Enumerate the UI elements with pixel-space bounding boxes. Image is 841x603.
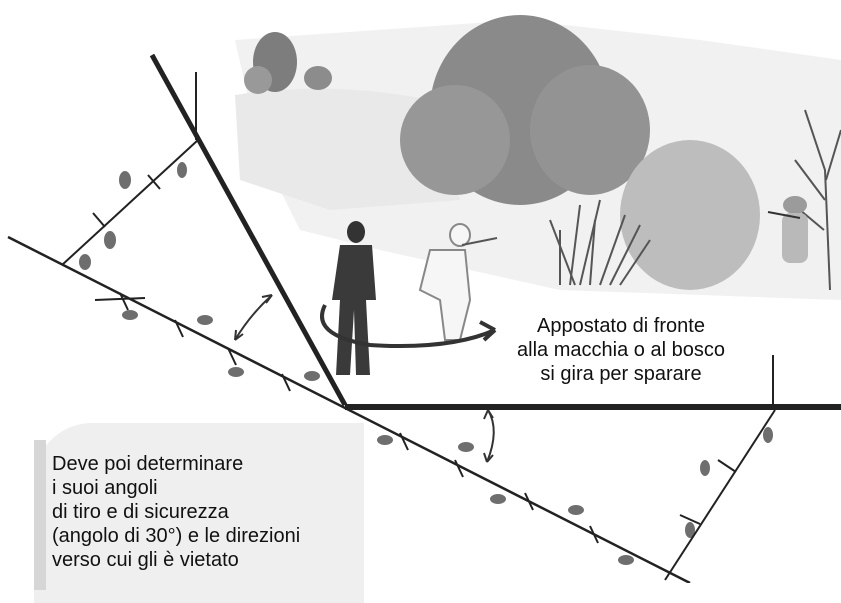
- caption-line-3: si gira per sparare: [540, 363, 702, 385]
- note-line-3: di tiro e di sicurezza: [52, 501, 229, 523]
- caption-line-2: alla macchia o al bosco: [517, 339, 725, 361]
- tick-marks: [92, 174, 737, 544]
- note-line-5: verso cui gli è vietato: [52, 549, 239, 571]
- left-cross-line: [61, 139, 199, 266]
- note-box: [34, 423, 364, 603]
- bare-tree: [794, 109, 841, 291]
- note-accent-bar: [34, 440, 46, 590]
- rotation-arrow: [320, 304, 497, 348]
- note-line-4: (angolo di 30°) e le direzioni: [52, 525, 301, 547]
- note-text: Deve poi determinare i suoi angoli di ti…: [52, 452, 352, 572]
- left-tick-a: [94, 297, 146, 301]
- distant-trees: [244, 32, 332, 94]
- reeds: [549, 199, 651, 286]
- hunter-in-bush: [767, 196, 808, 263]
- large-bush: [400, 15, 760, 290]
- left-boundary-line: [149, 53, 348, 407]
- caption-line-1: Appostato di fronte: [537, 315, 705, 337]
- angle-arcs: [234, 294, 495, 463]
- note-line-2: i suoi angoli: [52, 477, 158, 499]
- hunting-angles-diagram: [7, 15, 841, 583]
- note-line-1: Deve poi determinare: [52, 453, 244, 475]
- footprints: [79, 162, 773, 565]
- rotation-caption: Appostato di fronte alla macchia o al bo…: [478, 314, 764, 386]
- right-cross-line: [664, 409, 776, 581]
- hunter-aiming-figure: [418, 223, 498, 341]
